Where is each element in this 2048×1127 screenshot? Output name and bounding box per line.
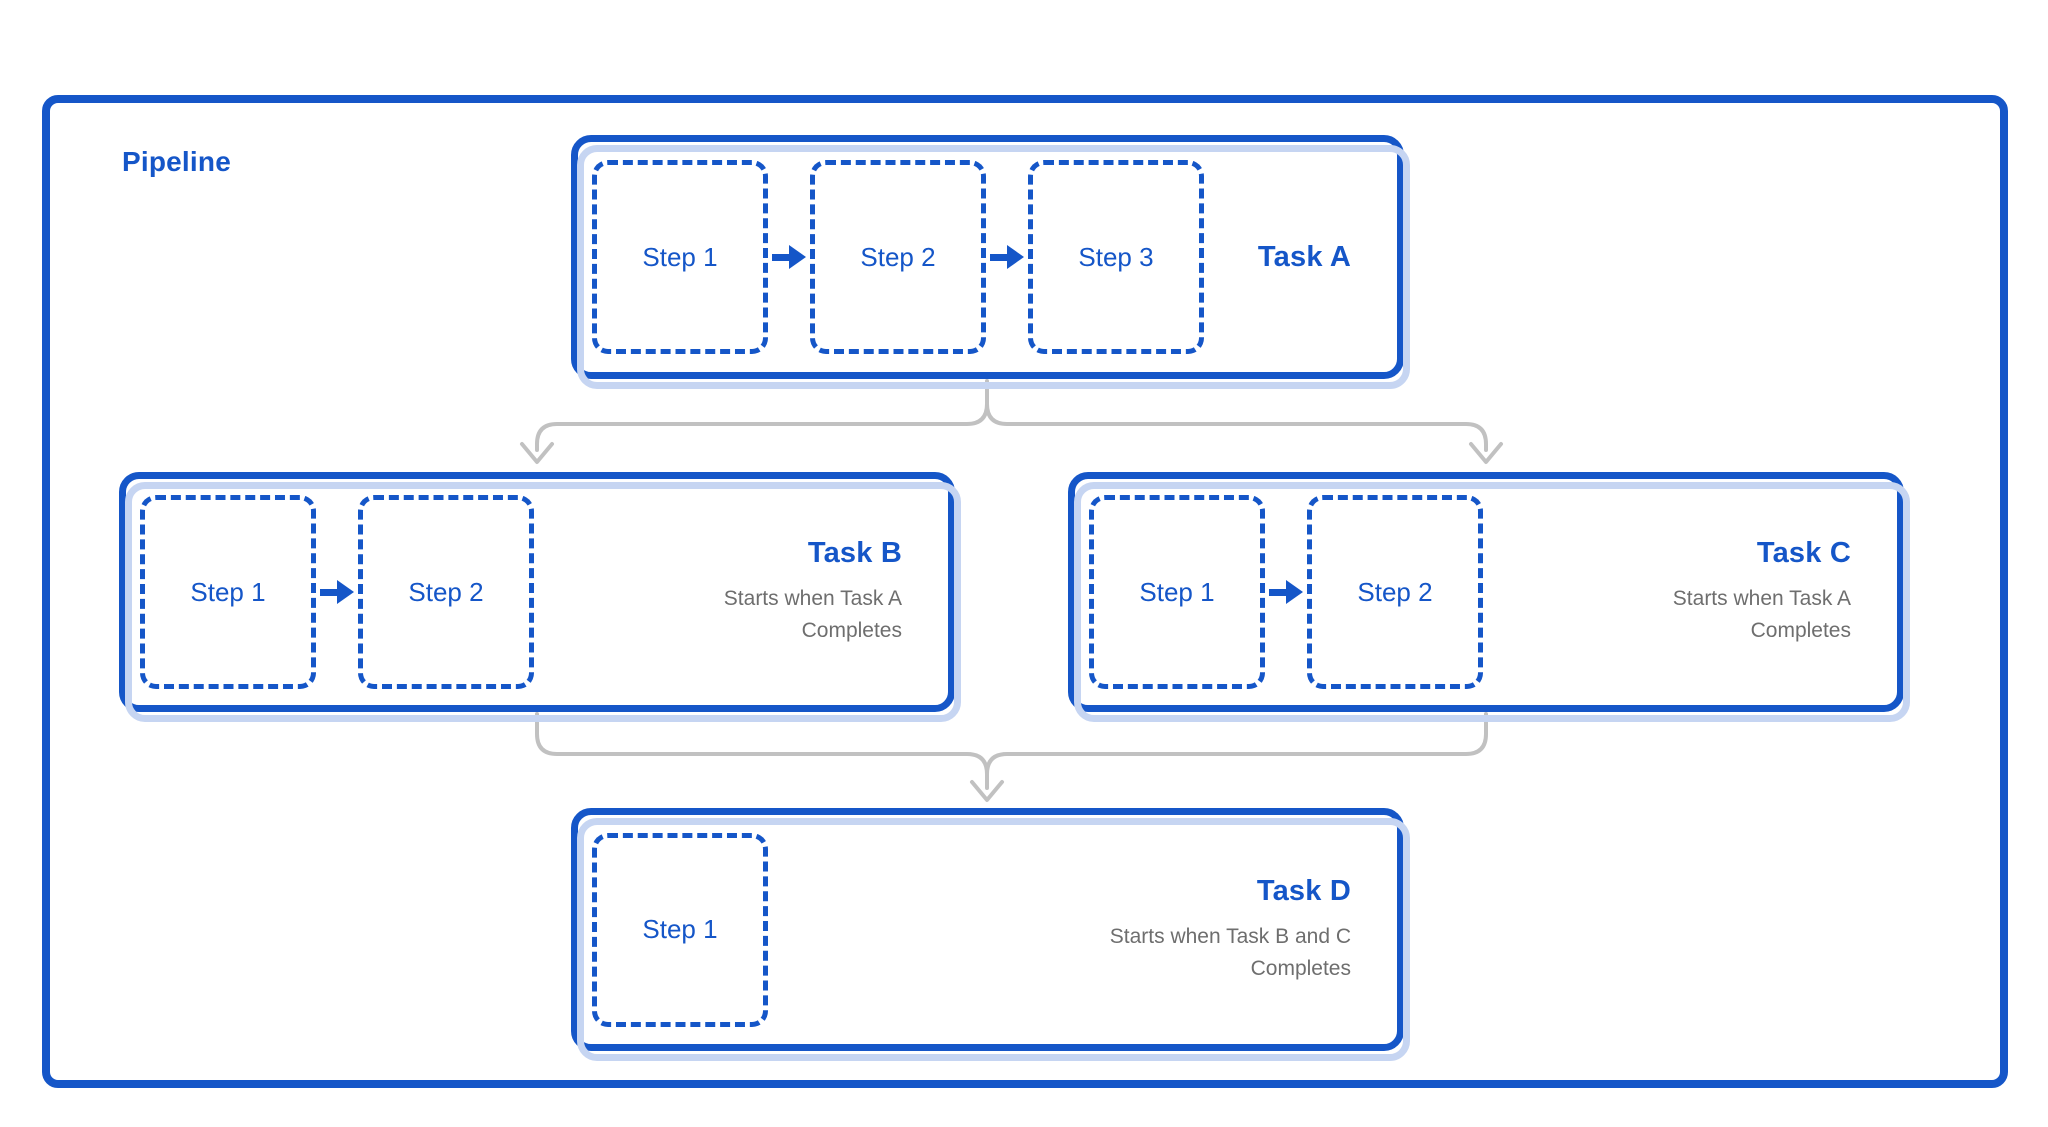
- task-card-c: Step 1 Step 2 Task C Starts when Task A …: [1068, 472, 1904, 712]
- task-d-title-block: Task D Starts when Task B and C Complete…: [1110, 875, 1351, 985]
- flow-arrow-icon: [768, 245, 810, 269]
- task-title: Task D: [1256, 874, 1351, 907]
- step-box: Step 1: [592, 832, 768, 1027]
- task-subtitle: Starts when Task A Completes: [1672, 587, 1851, 642]
- task-title: Task C: [1756, 537, 1851, 569]
- step-box: Step 1: [140, 495, 316, 689]
- branch-connector-a-to-bc: [520, 379, 1503, 464]
- pipeline-title: Pipeline: [122, 146, 231, 177]
- task-title: Task B: [807, 537, 902, 569]
- step-box: Step 2: [1307, 495, 1483, 689]
- step-label: Step 2: [860, 241, 936, 272]
- task-b-title-block: Task B Starts when Task A Completes: [724, 537, 902, 647]
- step-box: Step 1: [592, 160, 768, 354]
- arrowhead-icon: [1469, 442, 1503, 464]
- task-c-steps: Step 1 Step 2: [1089, 495, 1483, 689]
- step-box: Step 2: [358, 495, 534, 689]
- arrowhead-icon: [520, 442, 554, 464]
- step-label: Step 2: [408, 576, 484, 607]
- step-label: Step 1: [190, 576, 266, 607]
- step-label: Step 1: [642, 241, 718, 272]
- flow-arrow-icon: [1265, 580, 1307, 604]
- step-label: Step 2: [1357, 576, 1433, 607]
- step-box: Step 1: [1089, 495, 1265, 689]
- task-title: Task A: [1257, 240, 1351, 273]
- task-subtitle: Starts when Task A Completes: [723, 587, 902, 642]
- merge-connector-bc-to-d: [535, 712, 1488, 802]
- task-a-steps: Step 1 Step 2 Step 3: [592, 160, 1204, 354]
- task-b-steps: Step 1 Step 2: [140, 495, 534, 689]
- arrowhead-icon: [970, 780, 1004, 802]
- flow-arrow-icon: [986, 245, 1028, 269]
- task-card-d: Step 1 Task D Starts when Task B and C C…: [571, 808, 1404, 1051]
- task-d-steps: Step 1: [592, 832, 768, 1027]
- step-label: Step 1: [1139, 576, 1215, 607]
- task-a-title-block: Task A: [1258, 241, 1351, 274]
- flow-arrow-icon: [316, 580, 358, 604]
- task-card-b: Step 1 Step 2 Task B Starts when Task A …: [119, 472, 955, 712]
- task-subtitle: Starts when Task B and C Completes: [1109, 924, 1351, 980]
- step-box: Step 2: [810, 160, 986, 354]
- step-box: Step 3: [1028, 160, 1204, 354]
- pipeline-container: [42, 95, 2008, 1088]
- task-c-title-block: Task C Starts when Task A Completes: [1673, 537, 1851, 647]
- step-label: Step 3: [1078, 241, 1154, 272]
- step-label: Step 1: [642, 914, 718, 944]
- task-card-a: Step 1 Step 2 Step 3 Task A: [571, 135, 1404, 379]
